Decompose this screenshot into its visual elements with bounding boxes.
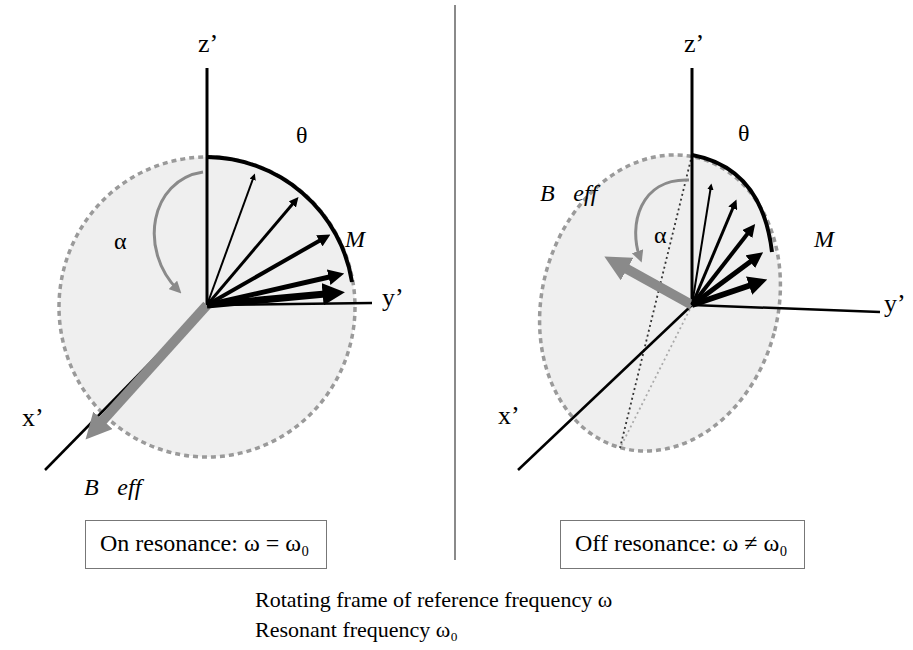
vector-label: M: [814, 226, 834, 252]
axis-label: y’: [884, 290, 906, 319]
panel-divider: [454, 5, 456, 560]
off-resonance-panel: [507, 68, 880, 478]
axis-label: z’: [198, 30, 218, 59]
axis-label: x’: [22, 404, 44, 433]
on-resonance-panel: [45, 68, 372, 470]
condition-box: Off resonance: ω ≠ ω₀: [560, 520, 805, 569]
vector-label: B⃗eff: [540, 180, 597, 206]
angle-label: α: [114, 228, 127, 254]
condition-text: Off resonance: ω ≠ ω₀: [575, 529, 790, 558]
vector-label: M: [345, 226, 365, 252]
caption-line: Rotating frame of reference frequency ω: [255, 588, 612, 612]
angle-label: θ: [296, 122, 308, 148]
axis-label: y’: [382, 284, 404, 313]
axis-label: z’: [684, 30, 704, 59]
condition-text: On resonance: ω = ω₀: [100, 529, 312, 558]
caption-line: Resonant frequency ω₀: [255, 618, 458, 642]
angle-label: θ: [738, 120, 750, 146]
vector-label: B⃗eff: [84, 474, 141, 500]
axis-label: x’: [498, 402, 520, 431]
condition-box: On resonance: ω = ω₀: [85, 520, 327, 569]
angle-label: α: [654, 222, 667, 248]
